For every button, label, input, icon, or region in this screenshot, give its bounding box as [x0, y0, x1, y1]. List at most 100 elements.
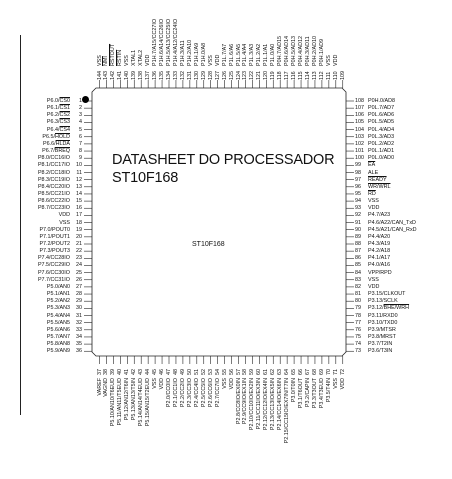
pin-label-top: XTAL2: [138, 49, 145, 66]
pin-label-bottom: P2.6/CC6IO: [207, 378, 214, 408]
pin-number: 137: [145, 71, 152, 80]
pin-label-top: P1H.4/A12/CC24IO: [172, 18, 179, 66]
pin-label-bottom: P5.10/AN10/T6EUD: [110, 378, 117, 427]
pin-label-top: P0H.3/AD11: [305, 36, 311, 66]
pin-number: 102: [355, 140, 364, 147]
pin-label-right: P3.9/MTSR: [368, 326, 396, 333]
pin-label-bottom: P2.13/CC13IO/EX5IN: [270, 378, 277, 431]
pin-label-bottom: P2.7/CC7IO: [214, 378, 221, 408]
pin-number: 36: [76, 348, 82, 355]
pin-label-bottom: P3.0/T0IN: [291, 378, 298, 403]
pin-label-left: P7.1/POUT1: [39, 233, 70, 240]
pin-number: 115: [298, 71, 305, 80]
pin-number: 71: [332, 369, 339, 375]
pin-label-left: P5.8/AN8: [46, 341, 70, 348]
pin-number: 101: [355, 148, 364, 155]
pin-label-right: P0L.0/AD0: [368, 155, 395, 162]
overline-text: WR/WRL: [368, 183, 391, 190]
pin-label-bottom: P5.13/AN13/T5IN: [131, 378, 138, 421]
pin-number: 99: [355, 162, 361, 169]
pin-number: 58: [242, 369, 249, 375]
pin-label-top: VDD: [214, 54, 221, 66]
pin-label-left: P5.3/AN3: [46, 305, 70, 312]
pin-number: 113: [311, 71, 318, 80]
pin-label-left: P8.3/CC19IO: [37, 176, 70, 183]
pin-label-top: P0H.5/AD13: [291, 36, 298, 66]
pin-number: 109: [339, 71, 346, 80]
pin-label-bottom: VSS: [332, 378, 339, 389]
pin-number: 47: [166, 369, 172, 375]
pin-number: 129: [200, 71, 207, 80]
pin-number: 63: [277, 369, 284, 375]
pin-number: 142: [110, 71, 117, 80]
pin-number: 95: [355, 190, 361, 197]
pin-label-left: P6.3/CS3: [46, 119, 70, 126]
pin-label-right: ALE: [368, 169, 379, 176]
pin-number: 135: [159, 71, 166, 80]
pin-number: 77: [355, 319, 361, 326]
pin-label-bottom: VDD: [339, 378, 346, 390]
pin-label-right: VDD: [368, 205, 380, 212]
pin-number: 116: [291, 71, 298, 80]
pin-label-right: WR/WRL: [368, 184, 390, 190]
pin-label-left: P5.0/AN0: [46, 283, 70, 290]
pin-label-bottom: P5.11/AN11/T5EUD: [117, 378, 124, 426]
pin-label-left: P7.7/CC31IO: [37, 276, 70, 283]
pin-number: 111: [325, 71, 332, 80]
pin-number: 97: [355, 176, 361, 183]
pin-label-top: RSTOUT: [110, 44, 116, 66]
pin-label-bottom: VAREF: [96, 378, 103, 396]
pin-number: 21: [76, 241, 82, 247]
pin-number: 7: [79, 140, 82, 147]
pin-label-bottom: VDD: [159, 378, 166, 390]
pin-number: 140: [124, 71, 131, 80]
pin-label-left: P8.6/CC22IO: [37, 198, 70, 205]
pin-number: 117: [284, 71, 291, 80]
pin-label-left: P5.7/AN7: [46, 333, 70, 340]
pin-number: 6: [79, 133, 82, 140]
pin-label-right: P4.1/A17: [368, 255, 391, 262]
pin-number: 3: [79, 112, 82, 119]
overline-text: CS2: [59, 112, 71, 119]
pin-label-bottom: P3.5/T4IN: [325, 378, 332, 403]
pin-number: 74: [355, 341, 361, 348]
pin-number: 133: [172, 71, 179, 80]
pin-number: 64: [284, 369, 291, 375]
pin-number: 49: [179, 369, 186, 375]
pin-label-left: P8.2/CC18IO: [37, 169, 70, 176]
pin-number: 2: [79, 105, 82, 112]
pin-number: 131: [186, 71, 193, 80]
pin-number: 1: [79, 98, 82, 104]
pin-number: 78: [355, 312, 361, 319]
pin-label-left: P6.2/CS2: [46, 112, 71, 119]
pin-label-bottom: P2.4/CC4IO: [193, 378, 200, 408]
pin-label-top: P1L.7/A7: [221, 43, 228, 66]
pin-number: 9: [79, 155, 82, 162]
pin-number: 44: [145, 369, 152, 375]
pin-label-bottom: P2.1/CC1IO: [172, 378, 179, 408]
pin-label-bottom: P3.3/T3OUT: [311, 378, 318, 409]
pin-label-bottom: P2.15/CC15IO/EX7IN/T7IN: [284, 378, 291, 444]
pin-number: 87: [355, 248, 361, 255]
pin-label-top: P0H.7/AD15: [277, 36, 284, 66]
pin-number: 98: [355, 169, 361, 176]
pin-label-right: VSS: [368, 198, 379, 205]
pin-label-right: P4.7/A23: [368, 212, 391, 219]
pin-label-left: P7.6/CC30IO: [37, 269, 70, 276]
pin-number: 23: [76, 255, 82, 262]
pin-label-left: P7.2/POUT2: [39, 241, 70, 247]
pin-number: 22: [76, 248, 82, 255]
pin-label-left: P8.4/CC20IO: [37, 183, 70, 190]
pin-number: 141: [117, 71, 124, 80]
pin-number: 24: [76, 262, 82, 269]
pin-label-right: VDD: [368, 283, 380, 290]
pin-number: 89: [355, 233, 361, 240]
pin-label-left: P8.0/CC16IO: [37, 155, 70, 162]
pin-label-right: P3.13/SCLK: [368, 298, 398, 305]
pin-number: 67: [305, 369, 311, 375]
pin-number: 86: [355, 255, 361, 262]
pin-number: 20: [76, 233, 82, 240]
pin-label-bottom: VSS: [152, 378, 159, 389]
pin-number: 12: [76, 176, 82, 183]
pin-label-right: P4.0/A16: [368, 262, 391, 269]
